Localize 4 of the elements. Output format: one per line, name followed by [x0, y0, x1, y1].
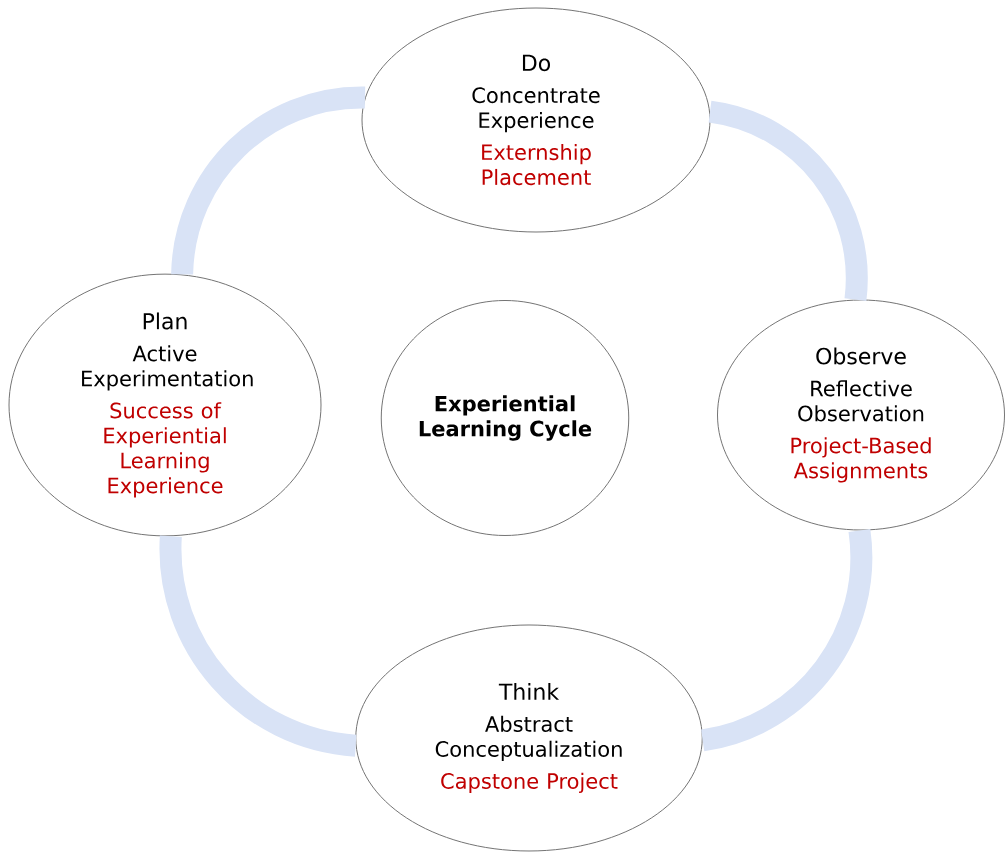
- ring-segment: [707, 100, 868, 301]
- ring-segment: [159, 536, 358, 757]
- ring-segment: [171, 86, 366, 276]
- ring-segment: [700, 529, 873, 752]
